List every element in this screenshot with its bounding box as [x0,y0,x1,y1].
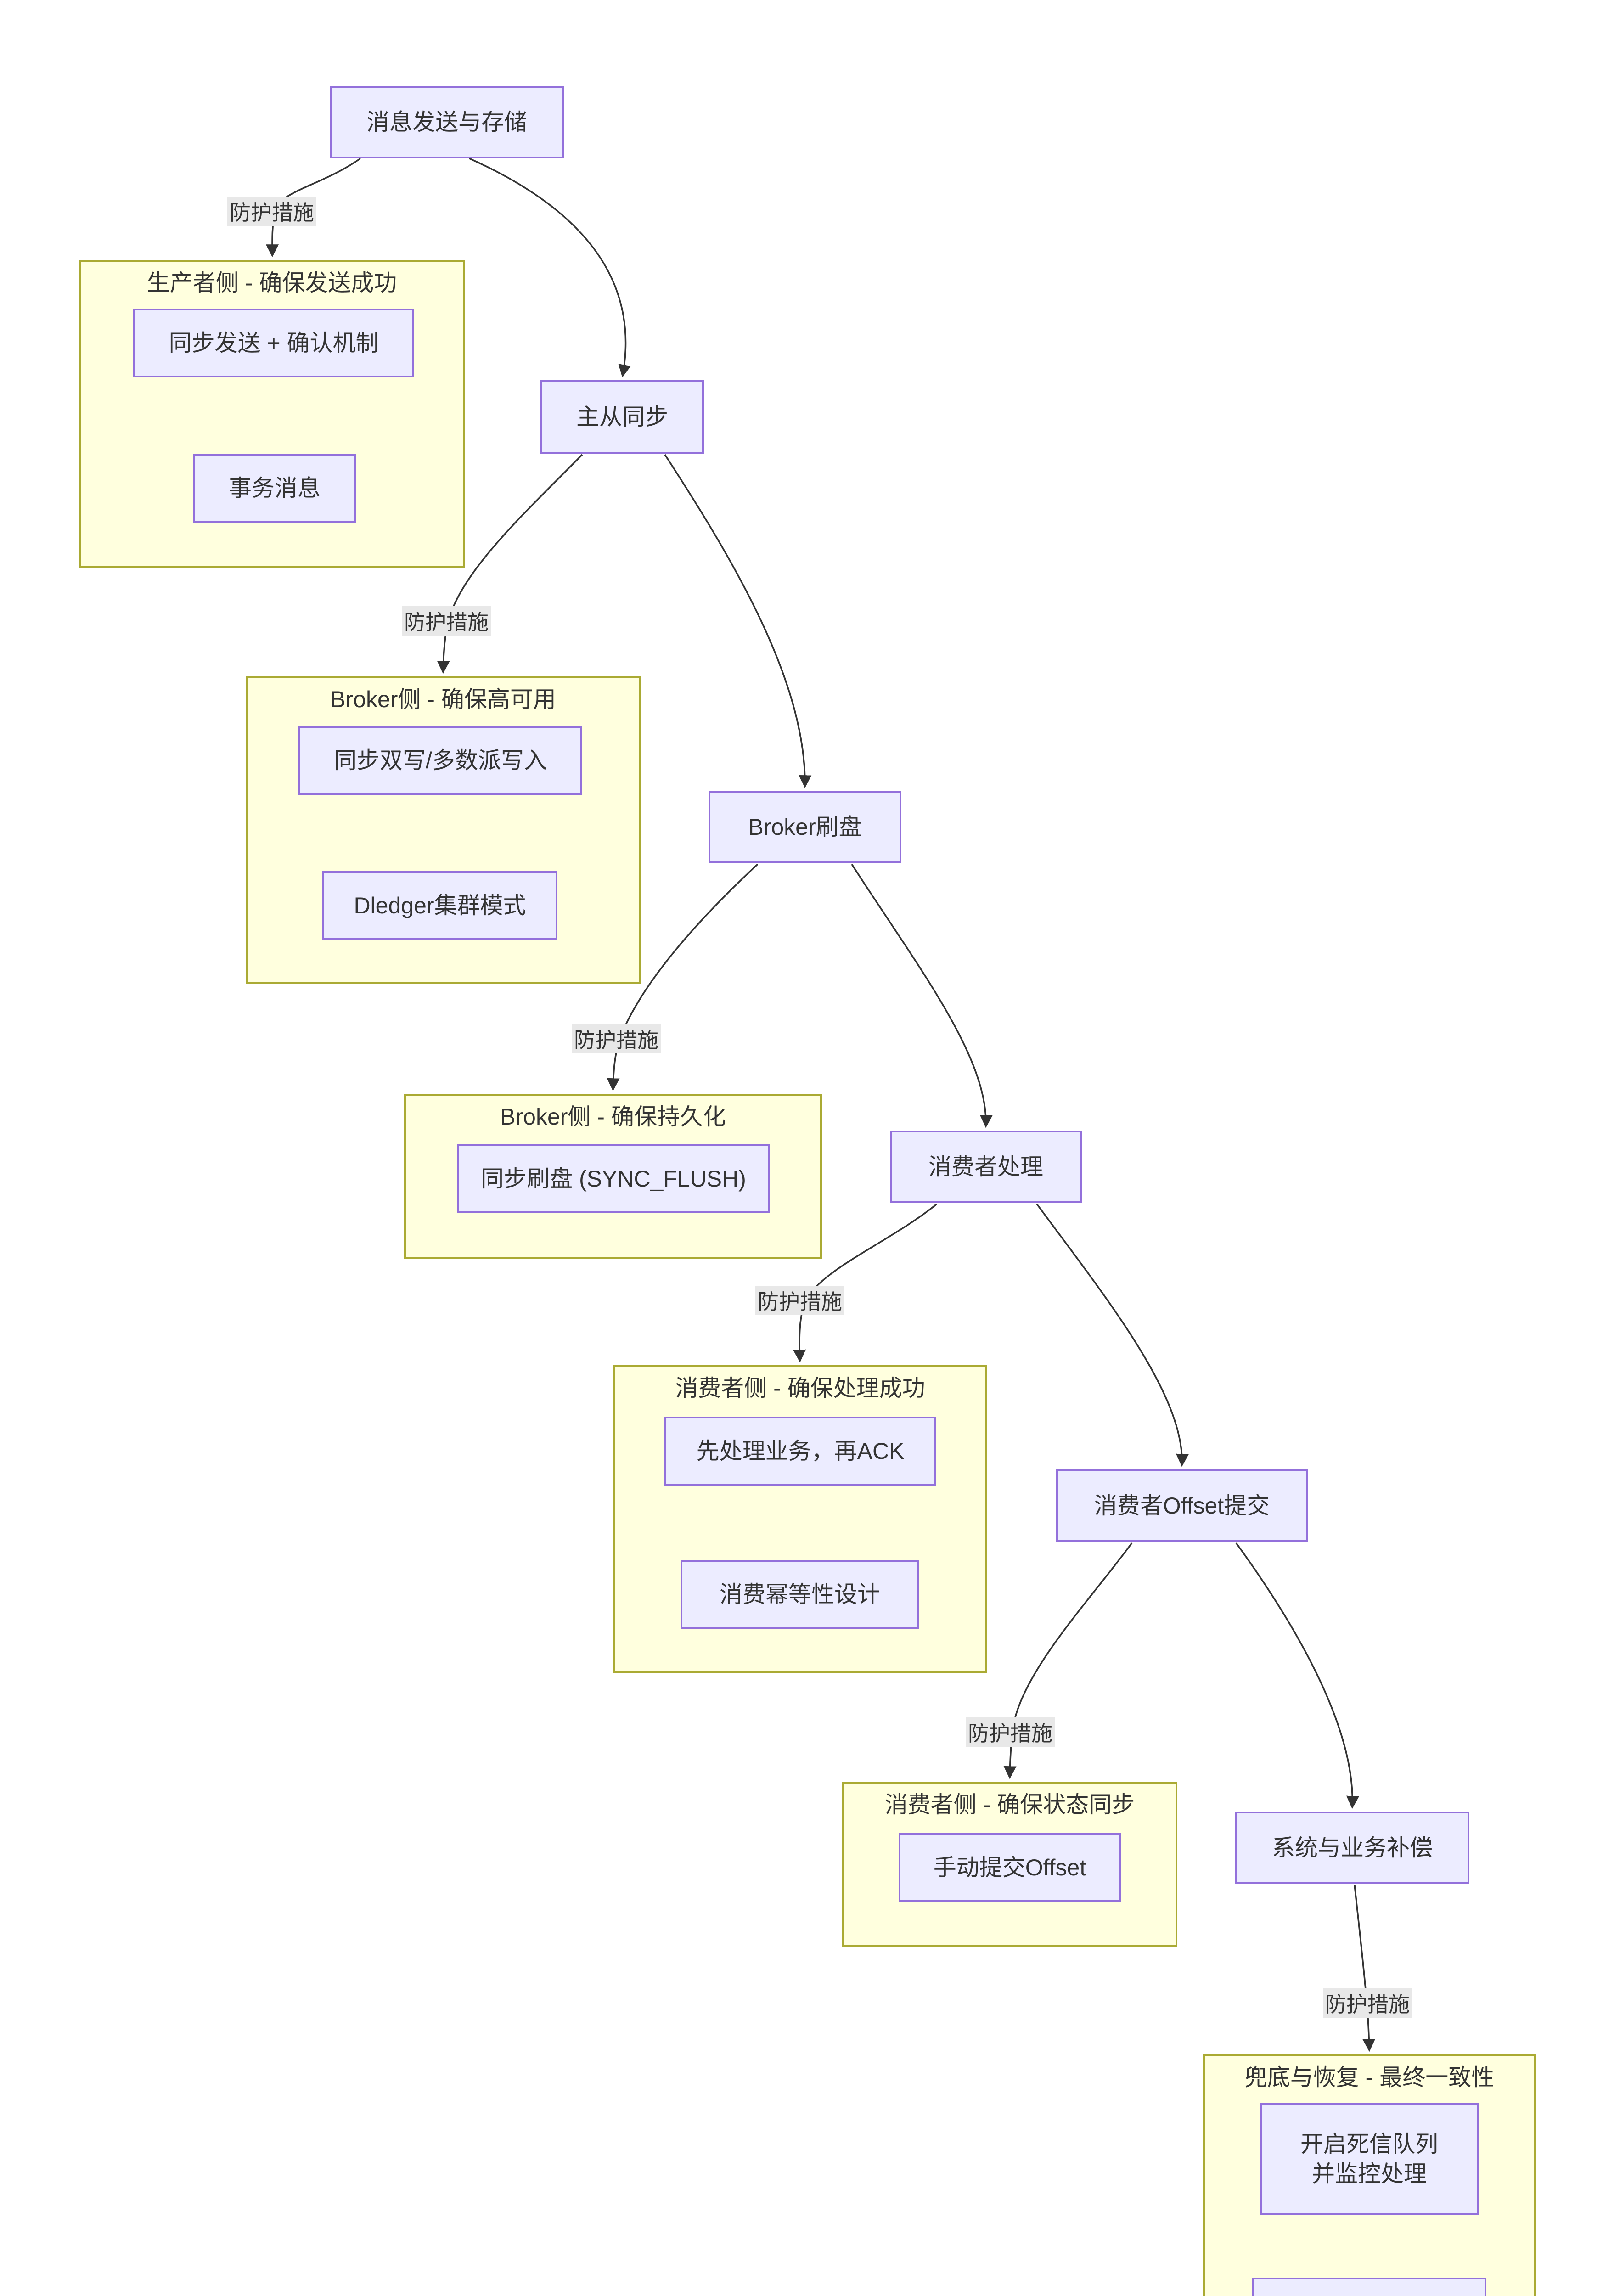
node-scheduled-reconciliation: 定时对账与补偿 [1252,2278,1486,2296]
node-consumer-offset-commit: 消费者Offset提交 [1056,1469,1308,1542]
edge-label-protection-3: 防护措施 [572,1024,661,1053]
edge-f-to-recovery [1354,1885,1376,2052]
cluster-producer-title: 生产者侧 - 确保发送成功 [146,270,397,296]
node-broker-flush: Broker刷盘 [709,791,901,863]
edge-b-to-c [664,454,812,788]
edge-b-to-broker-ha [437,454,583,674]
cluster-consumer-state-title: 消费者侧 - 确保状态同步 [884,1792,1135,1818]
cluster-recovery-title: 兜底与恢复 - 最终一致性 [1244,2065,1495,2090]
node-idempotent-design: 消费幂等性设计 [681,1560,919,1629]
node-system-business-compensation: 系统与业务补偿 [1235,1812,1469,1884]
node-sync-double-write: 同步双写/多数派写入 [298,726,582,795]
node-message-send-store: 消息发送与存储 [330,86,564,158]
node-dead-letter-queue: 开启死信队列 并监控处理 [1260,2103,1479,2215]
cluster-broker-persist-title: Broker侧 - 确保持久化 [500,1104,726,1130]
edge-c-to-broker-persist [607,863,759,1092]
node-master-slave-sync: 主从同步 [540,380,704,454]
node-process-then-ack: 先处理业务，再ACK [664,1417,936,1486]
edge-label-protection-1: 防护措施 [227,197,316,226]
edge-label-protection-6: 防护措施 [1323,1988,1412,2018]
node-sync-send-ack: 同步发送 + 确认机制 [133,309,414,377]
edge-c-to-d [851,864,993,1128]
node-dledger-cluster: Dledger集群模式 [322,871,557,940]
edge-e-to-f [1235,1542,1359,1809]
edge-a-to-b [469,158,631,378]
edge-label-protection-5: 防护措施 [966,1717,1055,1747]
edge-label-protection-2: 防护措施 [402,606,491,636]
cluster-consumer-success-title: 消费者侧 - 确保处理成功 [675,1375,925,1401]
edge-d-to-consumer-success [793,1203,938,1363]
cluster-broker-ha-title: Broker侧 - 确保高可用 [330,687,556,712]
node-consumer-process: 消费者处理 [890,1131,1082,1203]
edge-e-to-consumer-state [1003,1542,1133,1779]
edge-d-to-e [1036,1203,1189,1467]
edge-label-protection-4: 防护措施 [755,1286,844,1315]
node-transaction-message: 事务消息 [193,454,356,523]
node-sync-flush: 同步刷盘 (SYNC_FLUSH) [457,1144,770,1213]
node-manual-offset-commit: 手动提交Offset [899,1833,1121,1902]
